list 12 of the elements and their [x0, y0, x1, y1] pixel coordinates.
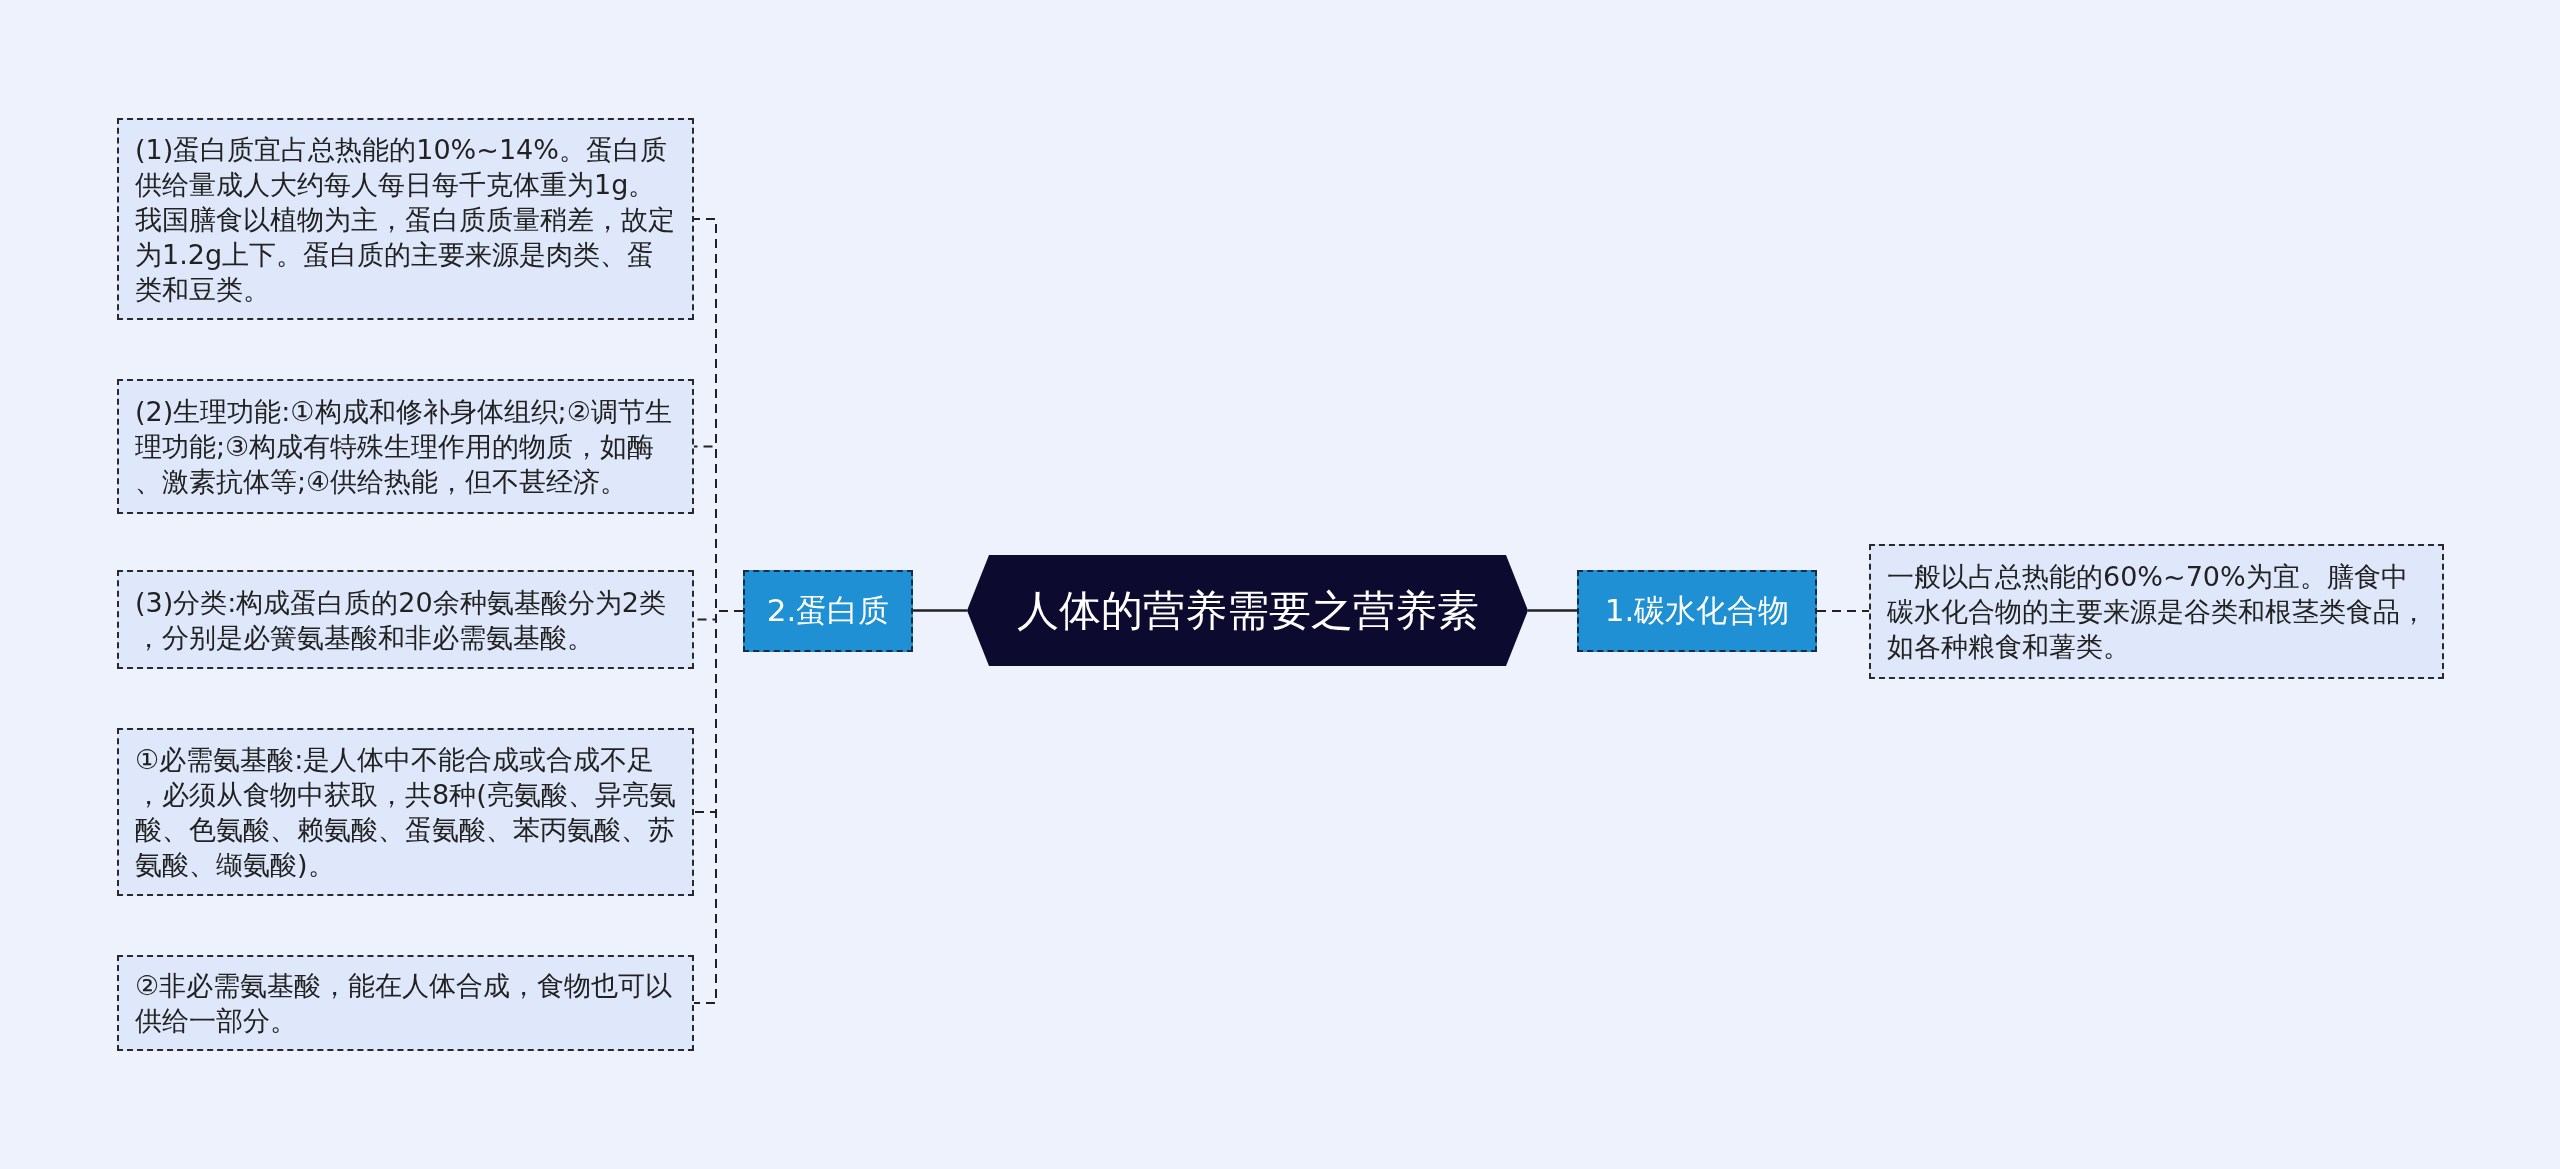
connector-line [1528, 609, 1577, 612]
connector-line [1816, 610, 1870, 612]
hexagon-node: 人体的营养需要之营养素 [967, 555, 1528, 666]
note-box: ②非必需氨基酸，能在人体合成，食物也可以供给一部分。 [117, 955, 694, 1051]
note-box: 一般以占总热能的60%~70%为宜。膳食中碳水化合物的主要来源是谷类和根茎类食品，如各种粮食和薯类。 [1869, 544, 2444, 679]
connector-line [913, 609, 967, 612]
note-box: (2)生理功能:①构成和修补身体组织;②调节生理功能;③构成有特殊生理作用的物质，如酶、激素抗体等;④供给热能，但不甚经济。 [117, 379, 694, 514]
topic-box: 1.碳水化合物 [1577, 570, 1817, 652]
note-box: (1)蛋白质宜占总热能的10%~14%。蛋白质供给量成人大约每人每日每千克体重为1g。我国膳食以植物为主，蛋白质质量稍差，故定为1.2g上下。蛋白质的主要来源是肉类、蛋类和豆类。 [117, 118, 694, 320]
topic-box: 2.蛋白质 [743, 570, 913, 652]
note-box: ①必需氨基酸:是人体中不能合成或合成不足，必须从食物中获取，共8种(亮氨酸、异亮氨酸、色氨酸、赖氨酸、蛋氨酸、苯丙氨酸、苏氨酸、缬氨酸)。 [117, 728, 694, 896]
note-box: (3)分类:构成蛋白质的20余种氨基酸分为2类，分别是必簧氨基酸和非必需氨基酸。 [117, 570, 694, 669]
